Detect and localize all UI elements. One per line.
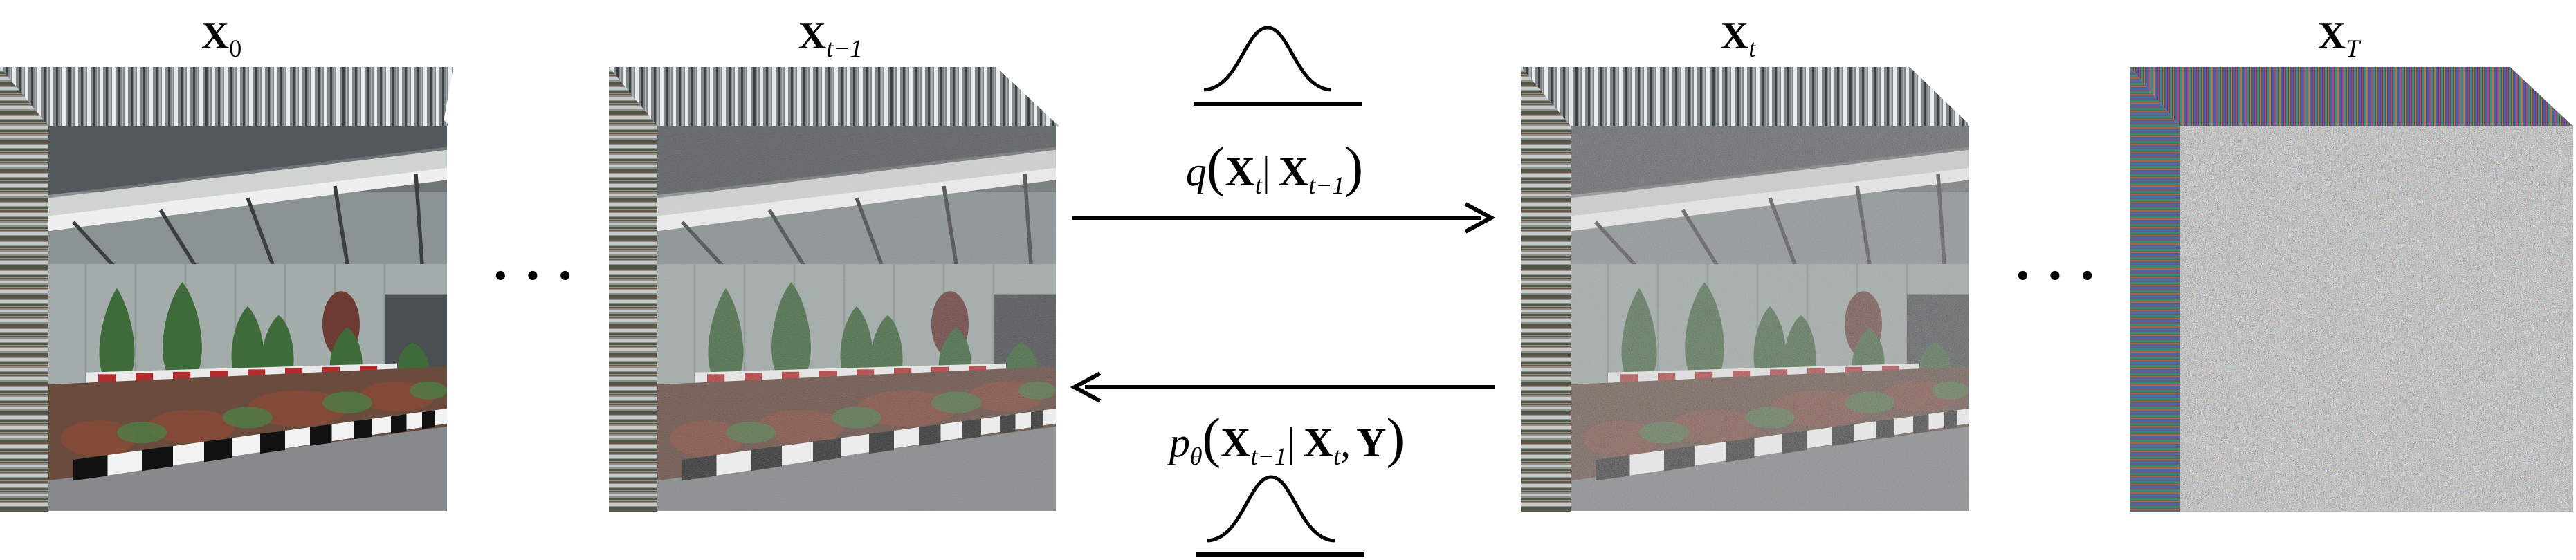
cube-x0	[0, 67, 453, 512]
cube-xT	[2130, 67, 2573, 512]
cube-x0-side	[0, 67, 48, 512]
cube-xt-side	[1521, 67, 1571, 512]
cube-xT-top	[2130, 67, 2573, 126]
cube-x0-image	[48, 126, 447, 511]
forward-formula: q(Xt|Xt−1)	[1186, 137, 1363, 199]
cube-xt-minus-1-side	[609, 67, 657, 512]
reverse-gaussian-icon	[1196, 475, 1364, 557]
forward-arrow	[1072, 202, 1496, 234]
cube-xT-side	[2130, 67, 2180, 512]
reverse-formula: pθ(Xt−1|Xt,Y)	[1167, 408, 1405, 470]
ellipsis-left: · · ·	[491, 245, 574, 306]
cube-xt-minus-1	[609, 67, 1059, 512]
label-xt: Xt	[1721, 15, 1756, 62]
cube-xt	[1521, 67, 1971, 512]
reverse-arrow	[1070, 371, 1495, 403]
forward-gaussian-icon	[1194, 26, 1362, 106]
cube-xT-image	[2180, 126, 2573, 512]
ellipsis-right: · · ·	[2013, 245, 2097, 306]
label-xT: XT	[2318, 15, 2362, 62]
label-xt-minus-1: Xt−1	[798, 15, 863, 62]
label-x0: X0	[201, 15, 241, 62]
cube-xt-minus-1-image	[657, 126, 1056, 511]
cube-xt-image	[1571, 126, 1969, 511]
